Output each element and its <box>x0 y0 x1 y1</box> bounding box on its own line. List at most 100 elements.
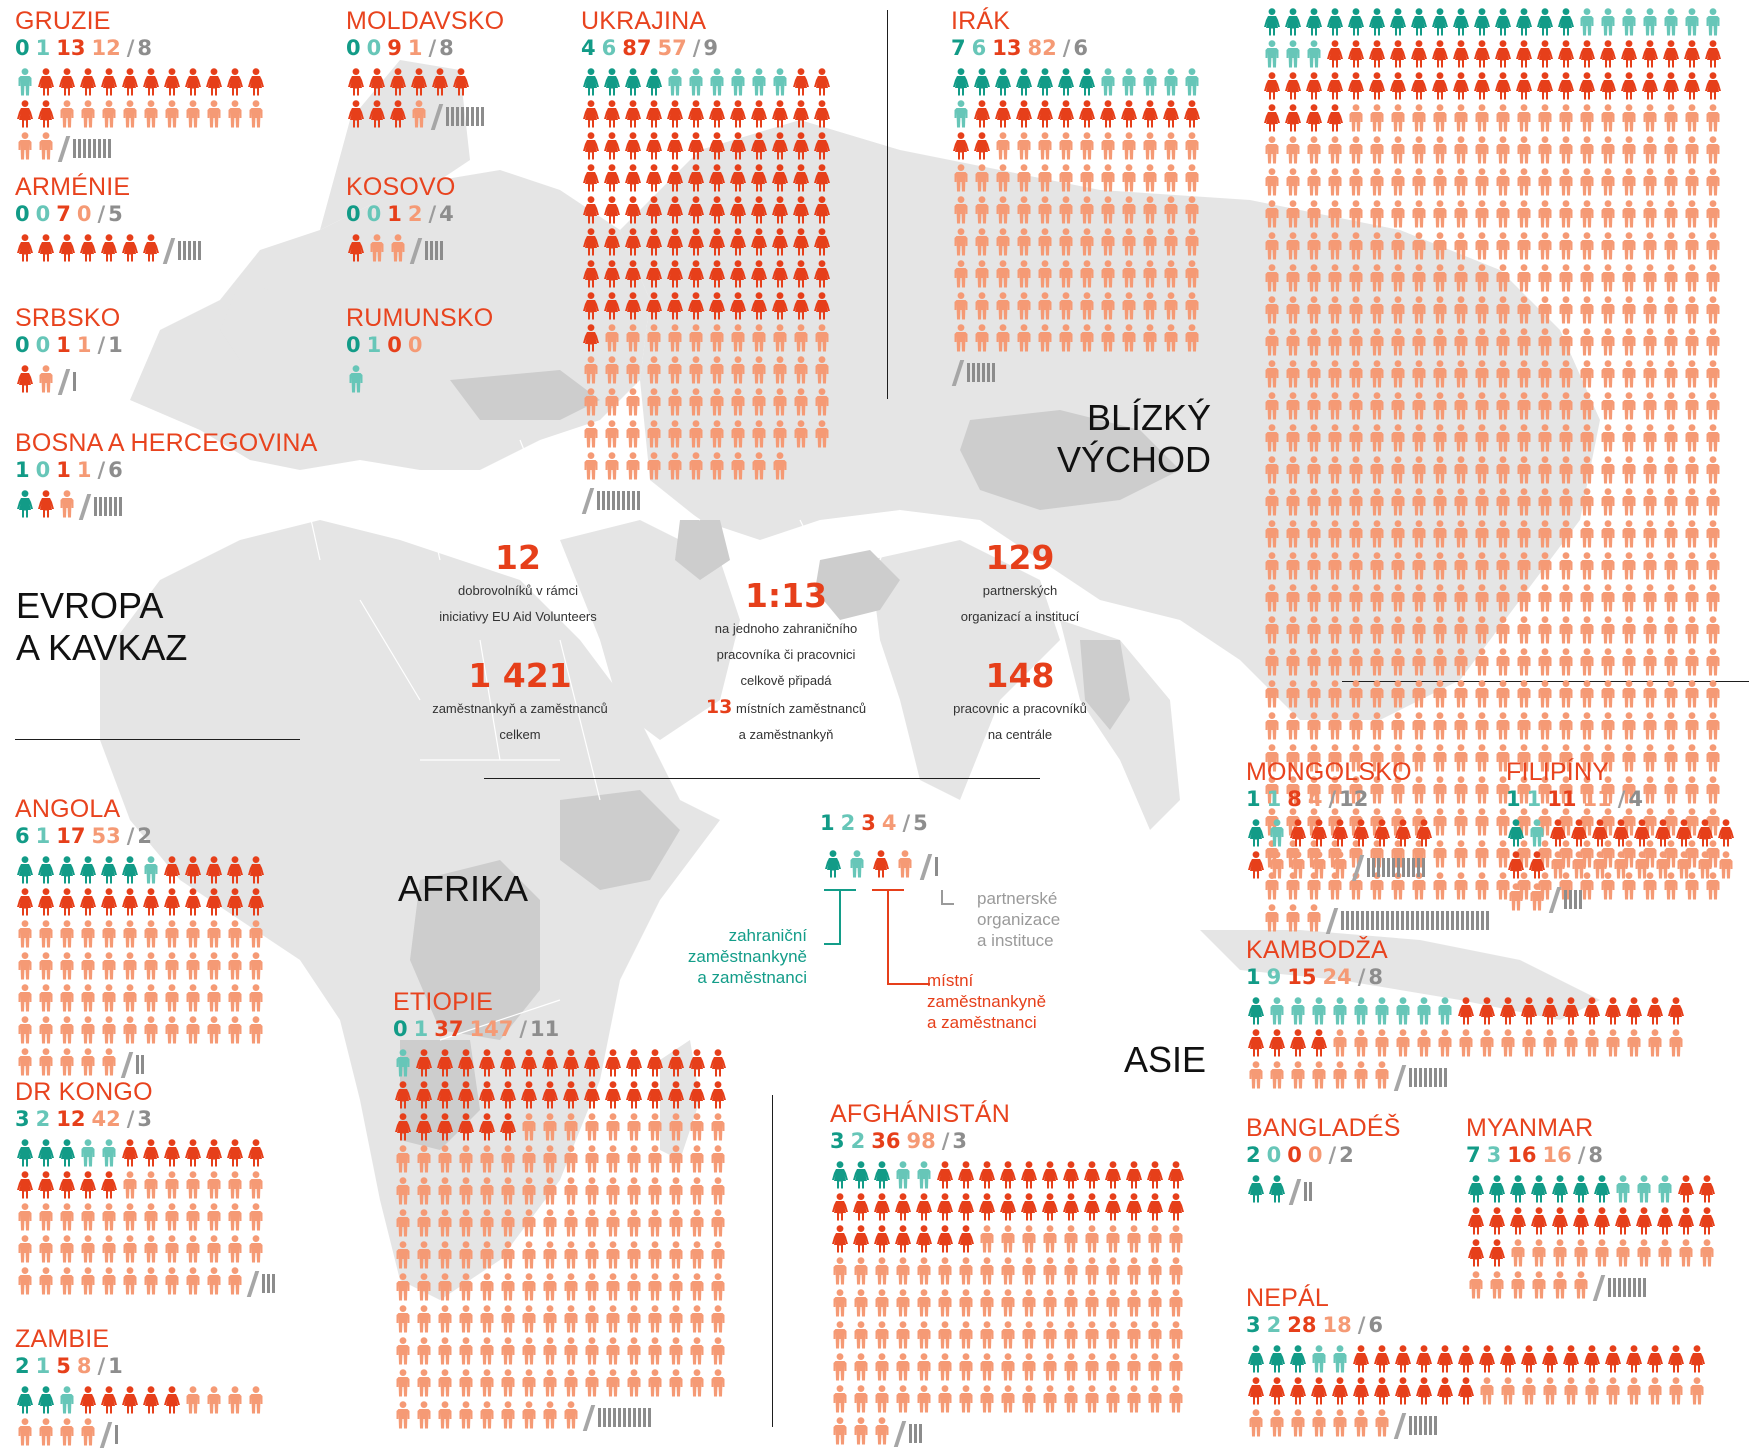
person-female-local-icon <box>395 1081 411 1109</box>
person-male-local-icon <box>1706 488 1720 516</box>
person-male-local-icon <box>1580 392 1594 420</box>
person-male-local-icon <box>1496 776 1510 804</box>
person-female-local-icon <box>17 234 33 262</box>
person-male-local-icon <box>1370 712 1384 740</box>
person-female-local-icon <box>730 164 746 192</box>
person-male-local-icon <box>1706 360 1720 388</box>
person-female-local-icon <box>1063 1161 1079 1189</box>
person-male-local-icon <box>1433 840 1447 868</box>
person-male-local-icon <box>1564 1377 1578 1405</box>
person-female-local-icon <box>1558 40 1574 68</box>
person-male-local-icon <box>1307 296 1321 324</box>
person-female-local-icon <box>1290 1029 1306 1057</box>
person-male-local-icon <box>585 1241 599 1269</box>
person-male-local-icon <box>165 984 179 1012</box>
person-male-local-icon <box>1719 851 1733 879</box>
person-male-local-icon <box>1370 648 1384 676</box>
person-female-local-icon <box>995 100 1011 128</box>
person-female-foreign-icon <box>1290 1345 1306 1373</box>
person-male-local-icon <box>1601 712 1615 740</box>
person-male-local-icon <box>18 1016 32 1044</box>
person-male-local-icon <box>627 1177 641 1205</box>
person-male-local-icon <box>1080 132 1094 160</box>
person-female-local-icon <box>101 1386 117 1414</box>
person-male-local-icon <box>1164 260 1178 288</box>
person-male-local-icon <box>1085 1225 1099 1253</box>
person-male-local-icon <box>1522 1377 1536 1405</box>
person-male-local-icon <box>1001 1353 1015 1381</box>
person-male-local-icon <box>1685 424 1699 452</box>
person-female-local-icon <box>348 68 364 96</box>
person-male-local-icon <box>1622 104 1636 132</box>
person-male-local-icon <box>1370 264 1384 292</box>
person-male-local-icon <box>1375 1061 1389 1089</box>
person-female-foreign-icon <box>1516 8 1532 36</box>
person-female-local-icon <box>1500 997 1516 1025</box>
person-male-local-icon <box>1580 552 1594 580</box>
person-male-local-icon <box>668 356 682 384</box>
person-male-local-icon <box>1559 392 1573 420</box>
person-male-local-icon <box>690 1305 704 1333</box>
person-male-local-icon <box>1622 584 1636 612</box>
person-male-local-icon <box>480 1305 494 1333</box>
person-female-foreign-icon <box>583 68 599 96</box>
person-female-local-icon <box>668 1081 684 1109</box>
person-male-local-icon <box>1286 200 1300 228</box>
person-male-local-icon <box>1454 584 1468 612</box>
person-male-local-icon <box>1022 1257 1036 1285</box>
person-female-local-icon <box>625 292 641 320</box>
person-male-local-icon <box>833 1257 847 1285</box>
person-male-local-icon <box>627 1337 641 1365</box>
person-male-local-icon <box>1627 1377 1641 1405</box>
person-male-local-icon <box>773 452 787 480</box>
person-female-local-icon <box>688 196 704 224</box>
person-male-foreign-icon <box>1185 68 1199 96</box>
person-female-local-icon <box>1353 1377 1369 1405</box>
person-male-local-icon <box>1265 584 1279 612</box>
person-female-foreign-icon <box>1432 8 1448 36</box>
person-male-local-icon <box>1643 584 1657 612</box>
person-male-local-icon <box>1685 136 1699 164</box>
person-male-local-icon <box>228 1386 242 1414</box>
person-female-local-icon <box>1479 1345 1495 1373</box>
person-male-local-icon <box>1185 228 1199 256</box>
person-male-local-icon <box>81 952 95 980</box>
legend-icons <box>823 850 940 883</box>
person-male-local-icon <box>1286 232 1300 260</box>
person-female-foreign-icon <box>1369 8 1385 36</box>
person-male-local-icon <box>996 164 1010 192</box>
person-male-local-icon <box>606 1241 620 1269</box>
person-male-local-icon <box>1685 520 1699 548</box>
person-male-local-icon <box>1580 680 1594 708</box>
person-male-local-icon <box>1454 488 1468 516</box>
person-male-local-icon <box>1580 520 1594 548</box>
person-female-foreign-icon <box>1468 1175 1484 1203</box>
person-female-local-icon <box>1529 851 1545 879</box>
person-male-local-icon <box>1601 232 1615 260</box>
person-female-local-icon <box>1163 100 1179 128</box>
person-male-local-icon <box>815 388 829 416</box>
person-male-local-icon <box>1038 132 1052 160</box>
person-male-local-icon <box>773 324 787 352</box>
person-male-local-icon <box>1307 712 1321 740</box>
person-female-local-icon <box>1474 40 1490 68</box>
person-male-local-icon <box>1643 520 1657 548</box>
person-female-local-icon <box>1269 1377 1285 1405</box>
person-male-local-icon <box>1333 851 1347 879</box>
country-name: SRBSKO <box>15 304 121 332</box>
person-male-local-icon <box>1265 776 1279 804</box>
person-male-local-icon <box>1375 1029 1389 1057</box>
person-male-local-icon <box>1127 1385 1141 1413</box>
person-male-local-icon <box>648 1241 662 1269</box>
person-male-local-icon <box>1286 488 1300 516</box>
person-female-local-icon <box>38 100 54 128</box>
person-male-local-icon <box>228 1171 242 1199</box>
person-male-local-icon <box>1265 456 1279 484</box>
person-male-local-icon <box>1017 132 1031 160</box>
staff-pictogram <box>1246 819 1454 884</box>
person-male-local-icon <box>459 1177 473 1205</box>
person-male-local-icon <box>1496 392 1510 420</box>
person-male-local-icon <box>1454 776 1468 804</box>
